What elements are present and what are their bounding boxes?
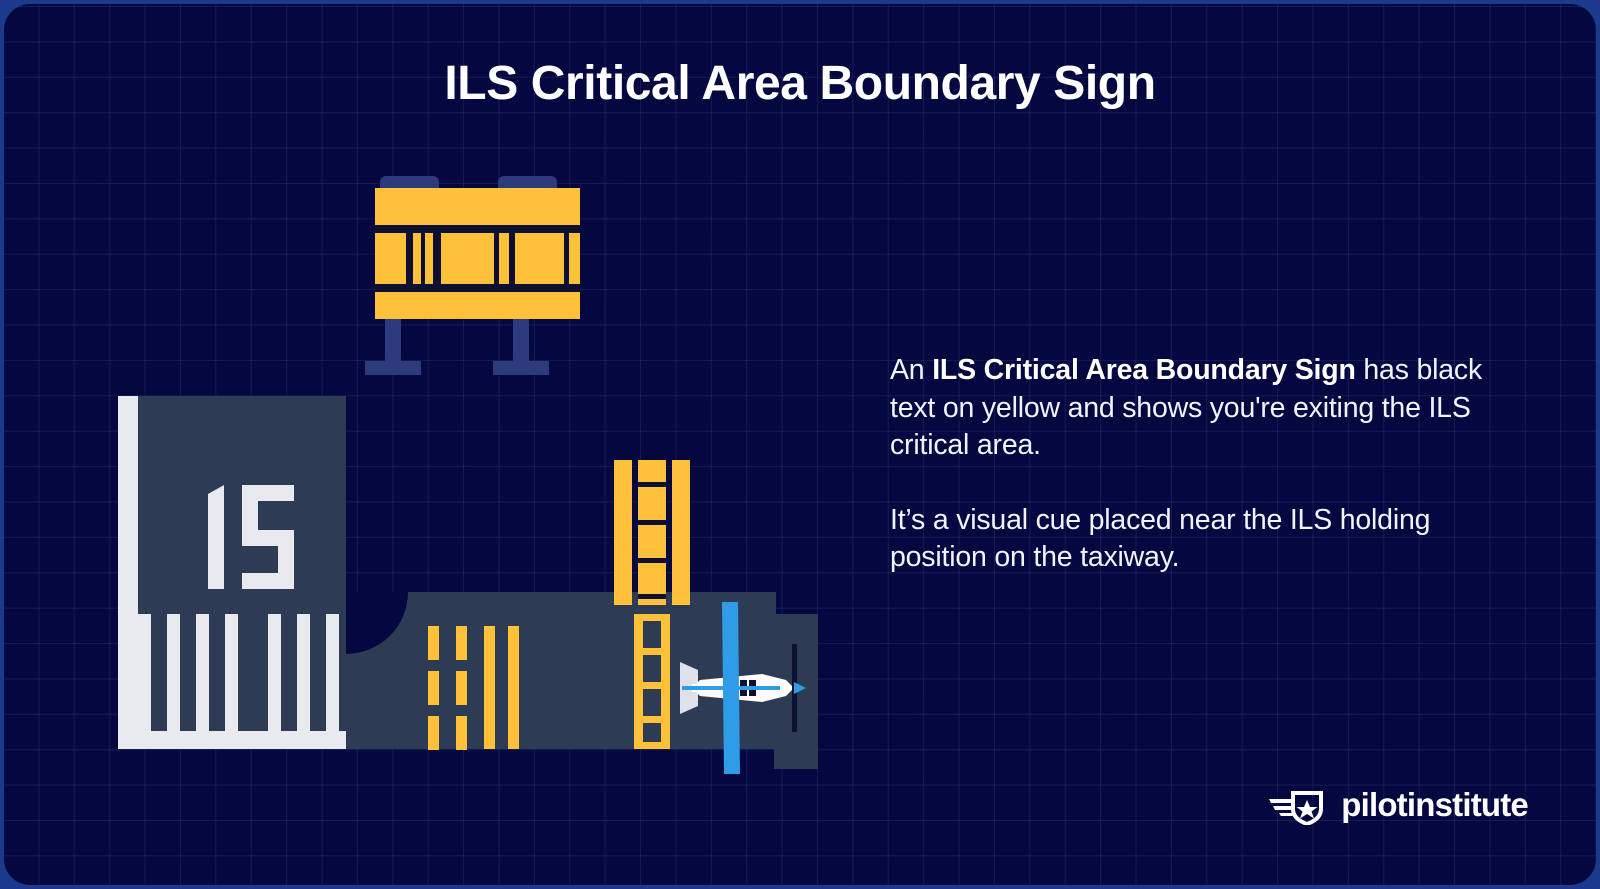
- threshold-stripe: [326, 614, 339, 740]
- threshold-stripe: [225, 614, 238, 740]
- single-engine-airplane: [680, 602, 806, 774]
- paragraph-1-rest: has black text on yellow and shows you'r…: [890, 354, 1483, 461]
- airfield-diagram: [4, 4, 1596, 885]
- paragraph-1-bold: ILS Critical Area Boundary Sign: [932, 354, 1356, 386]
- sign-post-base: [493, 361, 549, 375]
- holding-position-solid-line: [484, 626, 495, 749]
- paragraph-1: An ILS Critical Area Boundary Sign has b…: [890, 352, 1490, 465]
- sign-face: [375, 188, 580, 319]
- threshold-stripe: [268, 614, 281, 740]
- ils-boundary-sign-illustration: [365, 176, 580, 376]
- holding-position-dash: [428, 716, 439, 750]
- paragraph-1-lead: An: [890, 354, 933, 386]
- sign-bar: [499, 233, 509, 284]
- ils-marking-rail: [672, 460, 690, 605]
- ils-marking-gap: [638, 482, 666, 487]
- sign-post: [513, 319, 529, 365]
- sign-bar: [375, 233, 406, 284]
- brand-name: pilotinstitute: [1341, 786, 1529, 823]
- holding-position-dash: [456, 671, 467, 705]
- ils-marking-rail: [634, 614, 643, 749]
- threshold-stripe: [196, 614, 209, 740]
- page-title: ILS Critical Area Boundary Sign: [444, 57, 1156, 110]
- sign-band-top: [375, 188, 580, 225]
- ils-marking-rung: [634, 648, 670, 655]
- ils-marking-gap: [638, 520, 666, 525]
- ils-critical-area-marking-large: [614, 460, 690, 605]
- ils-marking-rail: [661, 614, 670, 749]
- threshold-stripe: [167, 614, 180, 740]
- ils-marking-rung: [634, 614, 670, 621]
- runway-designator-15: [208, 485, 294, 589]
- sign-post-base: [365, 361, 421, 375]
- brand-logo: pilotinstitute: [1269, 785, 1529, 825]
- ils-marking-rung: [634, 682, 670, 689]
- sign-band-bottom: [375, 292, 580, 319]
- ils-marking-rail: [614, 460, 632, 605]
- sign-bar: [425, 233, 433, 284]
- sign-bar: [515, 233, 564, 284]
- holding-position-solid-line: [508, 626, 519, 749]
- ils-marking-rung: [634, 716, 670, 723]
- holding-position-dash: [428, 626, 439, 660]
- ils-marking-rung: [634, 742, 670, 749]
- holding-position-dash: [456, 716, 467, 750]
- paragraph-2: It’s a visual cue placed near the ILS ho…: [890, 503, 1431, 574]
- holding-position-dash: [456, 626, 467, 660]
- description-text: An ILS Critical Area Boundary Sign has b…: [890, 352, 1490, 577]
- runway-centerline-dash: [118, 422, 131, 482]
- taxiway: [346, 592, 776, 749]
- threshold-stripe: [297, 614, 310, 740]
- sign-post: [385, 319, 401, 365]
- infographic-card: ILS Critical Area Boundary Sign: [4, 4, 1596, 885]
- ils-critical-area-marking-small: [634, 614, 670, 749]
- ils-marking-gap: [638, 558, 666, 563]
- sign-bar: [441, 233, 494, 284]
- threshold-stripe: [138, 614, 151, 740]
- winged-shield-star-icon: [1269, 791, 1324, 825]
- sign-bar: [413, 233, 421, 284]
- ils-marking-gap: [638, 594, 666, 599]
- sign-bar: [569, 233, 580, 284]
- holding-position-dash: [428, 671, 439, 705]
